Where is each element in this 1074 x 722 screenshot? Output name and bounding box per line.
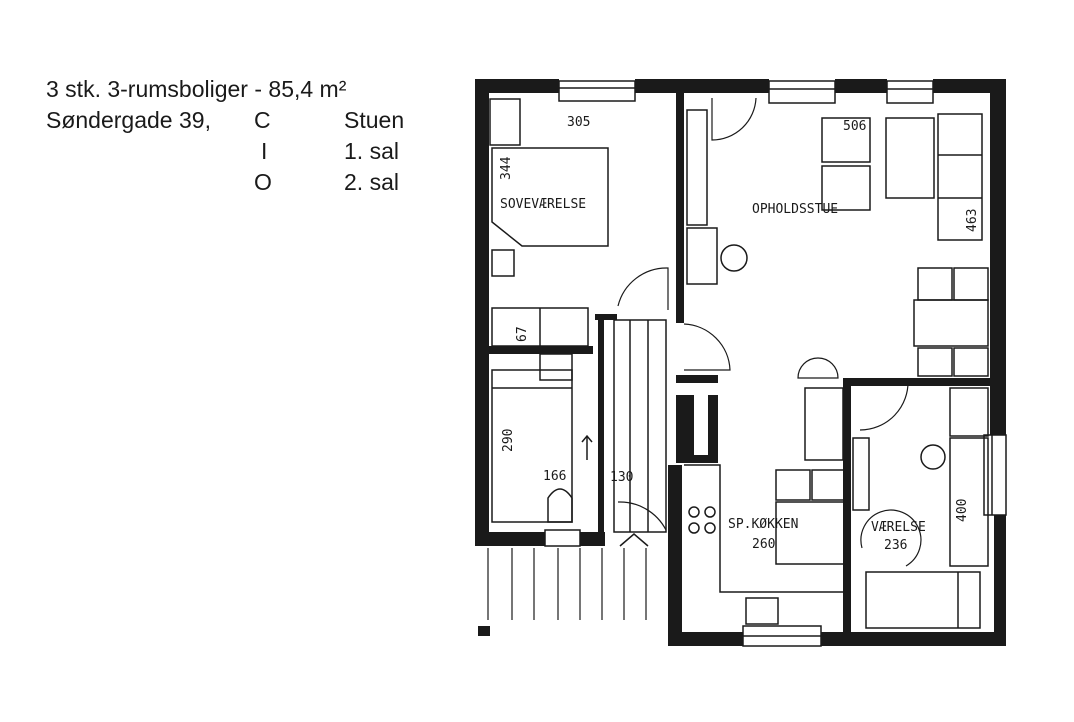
door-swings [617, 97, 922, 567]
dimension-290: 290 [501, 429, 516, 452]
floor-code-o: O [254, 169, 272, 195]
floor-code-c: C [254, 107, 271, 133]
inner-walls [489, 93, 995, 632]
dimension-463: 463 [965, 209, 980, 232]
room-label-opholdsstue: OPHOLDSSTUE [752, 202, 838, 217]
marker-square [478, 626, 490, 636]
furniture [489, 98, 989, 629]
terrace-lines [487, 548, 647, 620]
dimension-400: 400 [955, 499, 970, 522]
plan-title: 3 stk. 3-rumsboliger - 85,4 m² [46, 76, 347, 102]
address-label: Søndergade 39, [46, 107, 211, 133]
windows [544, 80, 1007, 647]
room-label-kokken: SP.KØKKEN [728, 517, 798, 532]
dimension-236: 236 [884, 538, 907, 553]
dimension-506: 506 [843, 119, 866, 134]
floor-level-2-sal: 2. sal [344, 169, 399, 195]
dimension-305: 305 [567, 115, 590, 130]
dimension-67: 67 [515, 326, 530, 342]
room-label-vaerelse: VÆRELSE [871, 520, 926, 535]
outer-walls [475, 79, 1006, 646]
dimension-344: 344 [499, 156, 514, 180]
floor-level-stuen: Stuen [344, 107, 405, 133]
dimension-130: 130 [610, 470, 633, 485]
dimension-166: 166 [543, 469, 566, 484]
floor-level-1-sal: 1. sal [344, 138, 399, 164]
floor-code-i: I [261, 138, 268, 164]
dimension-260: 260 [752, 537, 775, 552]
room-label-sovevaerelse: SOVEVÆRELSE [500, 197, 586, 212]
